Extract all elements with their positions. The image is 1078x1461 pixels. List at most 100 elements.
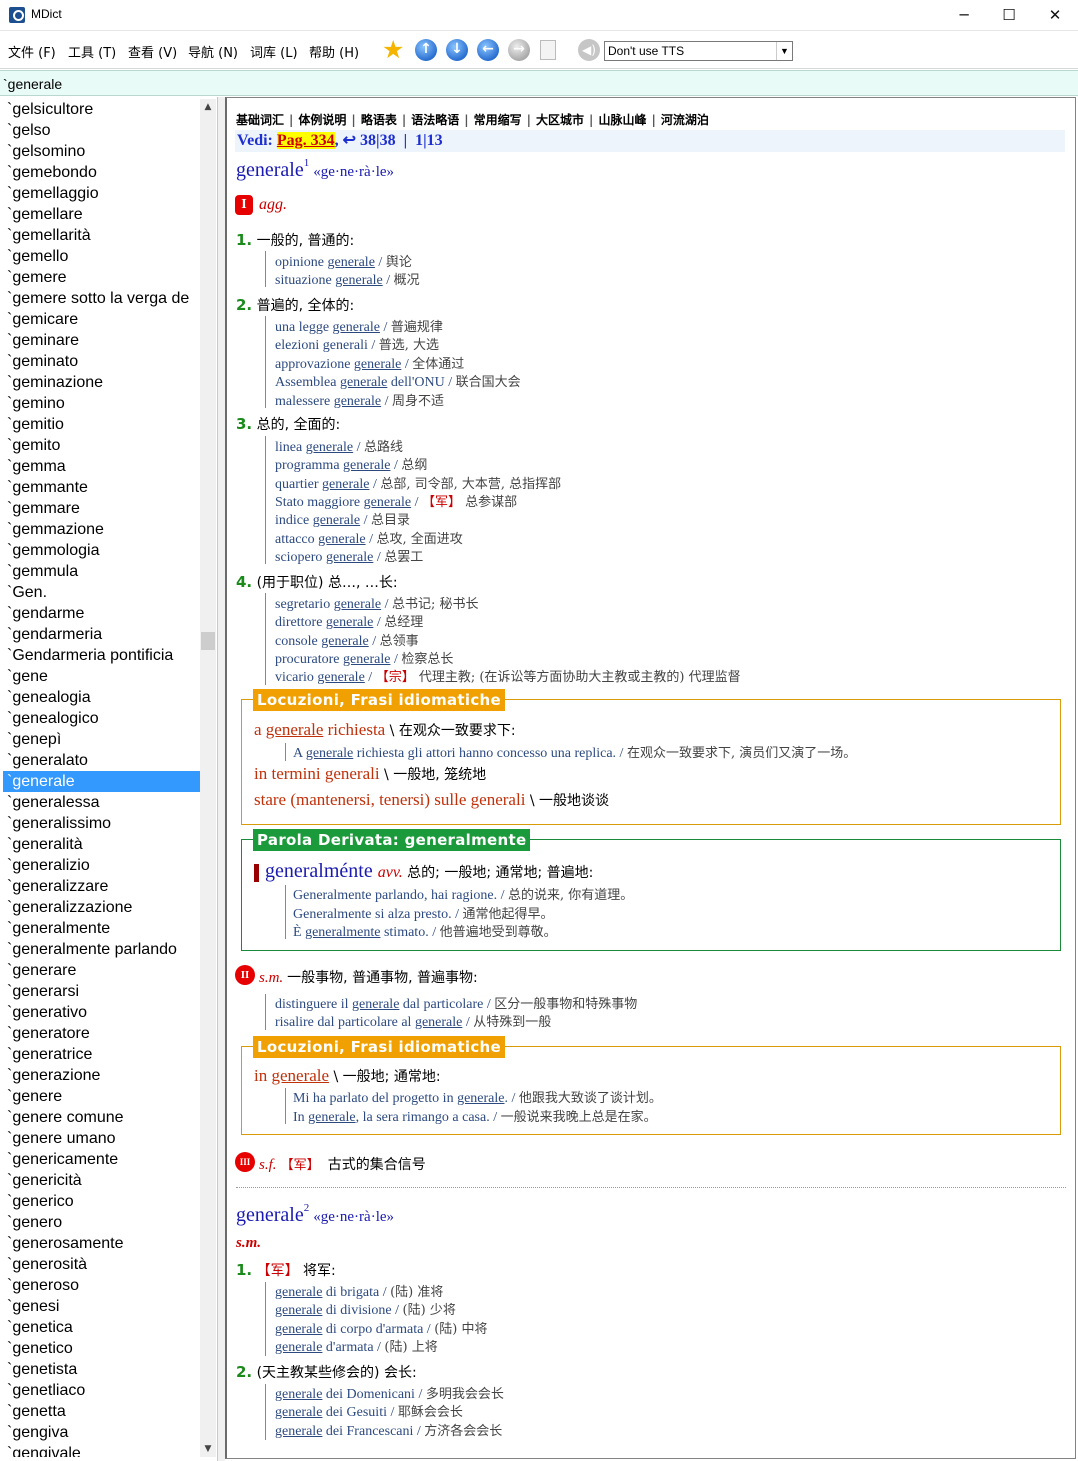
list-item[interactable]: `generalità [7, 836, 83, 853]
list-item[interactable]: `generalessa [7, 794, 100, 811]
list-item[interactable]: `generativo [7, 1004, 88, 1021]
headword-link[interactable]: generale [275, 1321, 323, 1337]
list-item[interactable]: `gemino [7, 395, 65, 412]
list-item[interactable]: `genetista [7, 1361, 78, 1378]
word-list-scrollbar[interactable]: ▲ ▼ [200, 99, 216, 1457]
list-item[interactable]: `genere umano [7, 1130, 116, 1147]
list-item[interactable]: `gemellarità [7, 227, 91, 244]
scroll-down-icon[interactable]: ▼ [204, 1444, 212, 1454]
list-item[interactable]: `genetliaco [7, 1382, 86, 1399]
list-item[interactable]: `generarsi [7, 983, 80, 1000]
tts-select[interactable]: Don't use TTS ▼ [604, 41, 793, 61]
close-button[interactable]: ✕ [1048, 6, 1062, 24]
nav-link[interactable]: 大区城市 [536, 113, 585, 127]
headword-link[interactable]: generale [305, 440, 354, 455]
list-item[interactable]: `gemmula [7, 563, 79, 580]
list-item[interactable]: `gengivale [7, 1445, 81, 1457]
headword-link[interactable]: generale [339, 375, 388, 391]
headword-link[interactable]: generale [343, 651, 391, 667]
arrow-up-icon[interactable]: ↑ [415, 39, 437, 61]
list-item[interactable]: `gemebondo [7, 164, 97, 181]
arrow-back-icon[interactable]: ← [477, 39, 499, 61]
list-item[interactable]: `generalissimo [7, 815, 112, 832]
list-item[interactable]: `gemito [7, 437, 61, 454]
menu-view[interactable]: 查看 (V) [128, 46, 178, 61]
list-item[interactable]: `generatore [7, 1025, 90, 1042]
menu-tools[interactable]: 工具 (T) [68, 46, 117, 61]
headword-link[interactable]: generale [317, 670, 365, 686]
headword-link[interactable]: generale [322, 476, 370, 492]
list-item[interactable]: `gemmare [7, 500, 80, 517]
menu-file[interactable]: 文件 (F) [8, 46, 56, 61]
headword-link[interactable]: generale [275, 1285, 323, 1300]
nav-link[interactable]: 山脉山峰 [598, 113, 647, 127]
list-item[interactable]: `genetico [7, 1340, 73, 1357]
headword-link[interactable]: generale [353, 356, 402, 372]
list-item[interactable]: `gelsomino [7, 143, 86, 160]
menu-help[interactable]: 帮助 (H) [309, 46, 360, 61]
list-item[interactable]: `generalmente parlando [7, 941, 177, 958]
pane-splitter[interactable] [218, 97, 225, 1461]
list-item[interactable]: `generico [7, 1193, 74, 1210]
list-item[interactable]: `generoso [7, 1277, 80, 1294]
list-item[interactable]: `gemere [7, 269, 67, 286]
headword-link[interactable]: generale [327, 255, 375, 270]
list-item[interactable]: `gengiva [7, 1424, 69, 1441]
list-item[interactable]: `gemellare [7, 206, 83, 223]
headword-link[interactable]: generale [275, 1387, 323, 1402]
list-item[interactable]: `generare [7, 962, 77, 979]
nav-link[interactable]: 基础词汇 [236, 113, 285, 127]
list-item[interactable]: `gemere sotto la verga de [7, 290, 190, 307]
list-item[interactable]: `genetica [7, 1319, 73, 1336]
list-item[interactable]: `gelsicultore [7, 101, 94, 118]
list-item[interactable]: `genericamente [7, 1151, 119, 1168]
nav-link[interactable]: 河流湖泊 [660, 113, 709, 127]
nav-link[interactable]: 常用缩写 [473, 113, 522, 127]
list-item[interactable]: `gemicare [7, 311, 79, 328]
list-item[interactable]: `genero [7, 1214, 63, 1231]
vedi-page-link[interactable]: Pag. 334 [276, 132, 335, 149]
headword-link[interactable]: generale [325, 615, 374, 631]
list-item[interactable]: `gendarmeria [7, 626, 103, 643]
list-item[interactable]: `gemitio [7, 416, 64, 433]
headword-link[interactable]: generale [318, 531, 366, 547]
headword-link[interactable]: generale [275, 1423, 323, 1439]
headword-link[interactable]: generale [332, 320, 380, 335]
list-item[interactable]: `gendarme [7, 605, 85, 622]
menu-library[interactable]: 词库 (L) [250, 46, 298, 61]
list-item[interactable]: `genericità [7, 1172, 82, 1189]
headword-link[interactable]: generale [271, 1066, 330, 1085]
headword-link[interactable]: generalmente [305, 925, 381, 940]
list-item[interactable]: `genealogico [7, 710, 99, 727]
list-item[interactable]: `generosità [7, 1256, 88, 1273]
list-item[interactable]: `Gen. [7, 584, 48, 601]
nav-link[interactable]: 略语表 [360, 113, 397, 127]
nav-link[interactable]: 体例说明 [298, 113, 347, 127]
scrollbar-thumb[interactable] [201, 632, 215, 650]
list-item[interactable]: `genere comune [7, 1109, 124, 1126]
headword-link[interactable]: generale [275, 1303, 323, 1319]
list-item[interactable]: `genepì [7, 731, 62, 748]
headword-link[interactable]: generale [325, 549, 374, 565]
headword-link[interactable]: generale [343, 458, 391, 474]
list-item[interactable]: `generalizio [7, 857, 90, 874]
list-item[interactable]: `gelso [7, 122, 51, 139]
list-item[interactable]: `gemmazione [7, 521, 104, 538]
list-item[interactable]: `gemmante [7, 479, 88, 496]
headword-link[interactable]: generale [265, 720, 324, 739]
clipboard-icon[interactable] [540, 40, 556, 60]
star-icon[interactable]: ★ [382, 35, 405, 64]
search-input[interactable] [3, 73, 1063, 94]
headword-link[interactable]: generale [333, 393, 382, 409]
list-item[interactable]: `Gendarmeria pontificia [7, 647, 174, 664]
list-item[interactable]: `generatrice [7, 1046, 93, 1063]
list-item[interactable]: `generalizzazione [7, 899, 133, 916]
list-item[interactable]: `generale [3, 771, 200, 792]
list-item[interactable]: `genetta [7, 1403, 66, 1420]
headword-link[interactable]: generale [333, 597, 382, 612]
list-item[interactable]: `generalato [7, 752, 88, 769]
headword-link[interactable]: generale [363, 494, 412, 510]
list-item[interactable]: `generazione [7, 1067, 101, 1084]
headword-link[interactable]: generale [414, 1015, 463, 1030]
headword-link[interactable]: generale [321, 633, 369, 649]
